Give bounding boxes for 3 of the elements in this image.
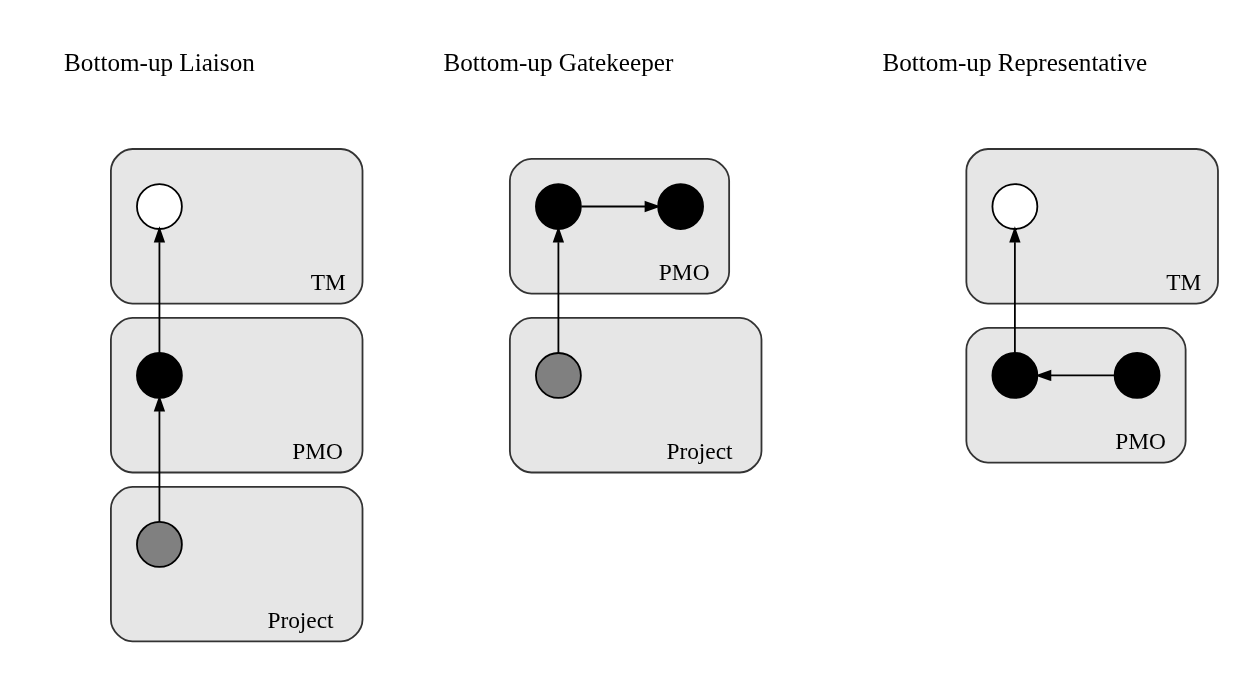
label: Bottom-up Representative (882, 49, 1148, 77)
label: Bottom-up Gatekeeper (443, 49, 674, 77)
label: Bottom-up Liaison (64, 49, 255, 77)
